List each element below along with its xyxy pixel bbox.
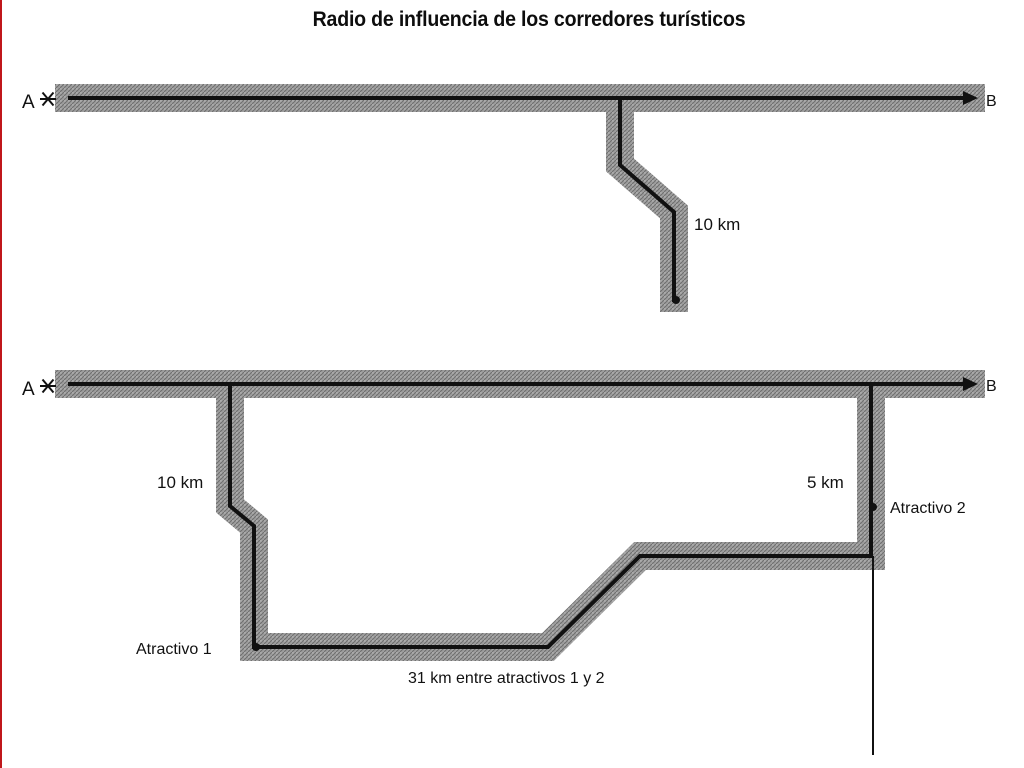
bottom-influence-buffer xyxy=(55,370,985,661)
bottom-end-label: B xyxy=(986,378,997,395)
bottom-diagram: A B 10 km 5 km Atractivo 1 Atractivo 2 3… xyxy=(22,370,997,755)
attraction-1-dot xyxy=(252,643,260,651)
top-end-label: B xyxy=(986,93,997,110)
top-influence-buffer xyxy=(55,84,985,312)
connector-distance-label: 31 km entre atractivos 1 y 2 xyxy=(408,670,605,687)
top-arrow-head xyxy=(963,91,978,105)
bottom-start-asterisk-icon xyxy=(40,378,56,394)
top-diagram: A B 10 km xyxy=(22,84,997,312)
attraction-2-label: Atractivo 2 xyxy=(890,500,966,517)
diagram-title: Radio de influencia de los corredores tu… xyxy=(312,8,746,31)
bottom-start-label: A xyxy=(22,379,35,400)
bottom-arrow-head xyxy=(963,377,978,391)
attraction-1-label: Atractivo 1 xyxy=(136,641,212,658)
bottom-roads xyxy=(68,382,966,649)
top-start-label: A xyxy=(22,92,35,113)
top-branch-distance-label: 10 km xyxy=(694,215,740,234)
top-branch-road xyxy=(618,98,676,302)
right-branch-distance-label: 5 km xyxy=(807,473,844,492)
attraction-2-dot xyxy=(869,503,877,511)
left-edge-stripe xyxy=(0,0,2,768)
left-branch-distance-label: 10 km xyxy=(157,473,203,492)
top-roads xyxy=(68,96,966,302)
bottom-connector-road xyxy=(228,384,873,649)
top-start-asterisk-icon xyxy=(40,91,56,107)
top-branch-endpoint xyxy=(672,296,680,304)
